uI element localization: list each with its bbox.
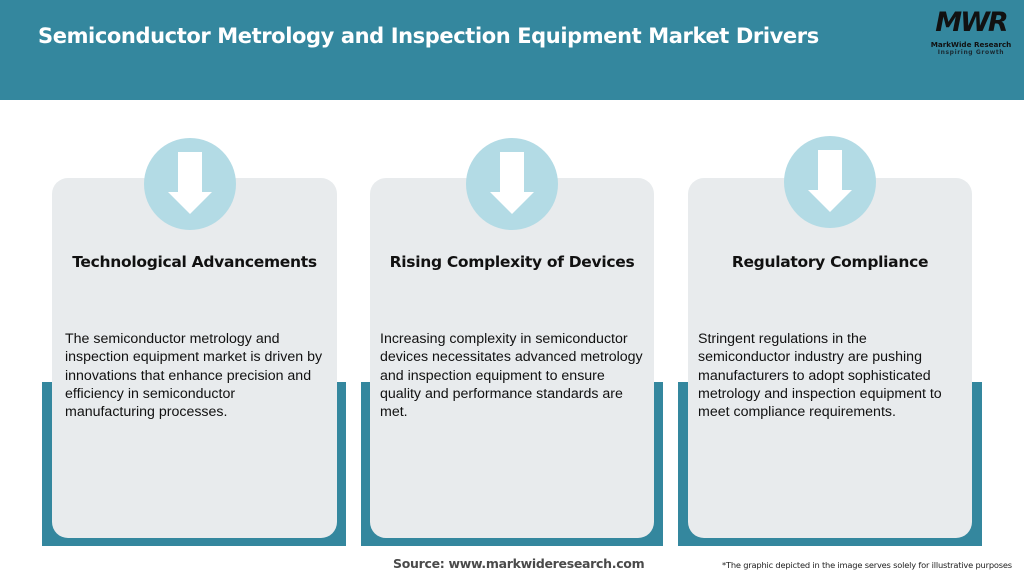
page-title: Semiconductor Metrology and Inspection E… [38,24,819,48]
card-description: Stringent regulations in the semiconduct… [698,331,942,421]
markwide-research-logo: MWR MarkWide Research Inspiring Growth [925,8,1017,58]
driver-card-technological-advancements: Technological Advancements The semicondu… [52,178,337,538]
logo-name: MarkWide Research [930,40,1012,49]
card-title: Technological Advancements [72,253,317,271]
card-description: Increasing complexity in semiconductor d… [380,331,643,421]
header-banner: Semiconductor Metrology and Inspection E… [0,0,1024,100]
disclaimer-note: *The graphic depicted in the image serve… [722,560,1012,570]
logo-tagline: Inspiring Growth [937,49,1005,56]
source-credit: Source: www.markwideresearch.com [393,556,645,571]
logo-mark: MWR [935,7,1008,38]
driver-card-regulatory-compliance: Regulatory Compliance Stringent regulati… [688,178,972,538]
card-title: Regulatory Compliance [731,253,929,271]
arrow-down-icon [784,136,876,228]
arrow-down-icon [144,138,236,230]
card-description: The semiconductor metrology and inspecti… [65,331,323,421]
card-title: Rising Complexity of Devices [389,253,635,271]
driver-card-rising-complexity: Rising Complexity of Devices Increasing … [370,178,654,538]
arrow-down-icon [466,138,558,230]
